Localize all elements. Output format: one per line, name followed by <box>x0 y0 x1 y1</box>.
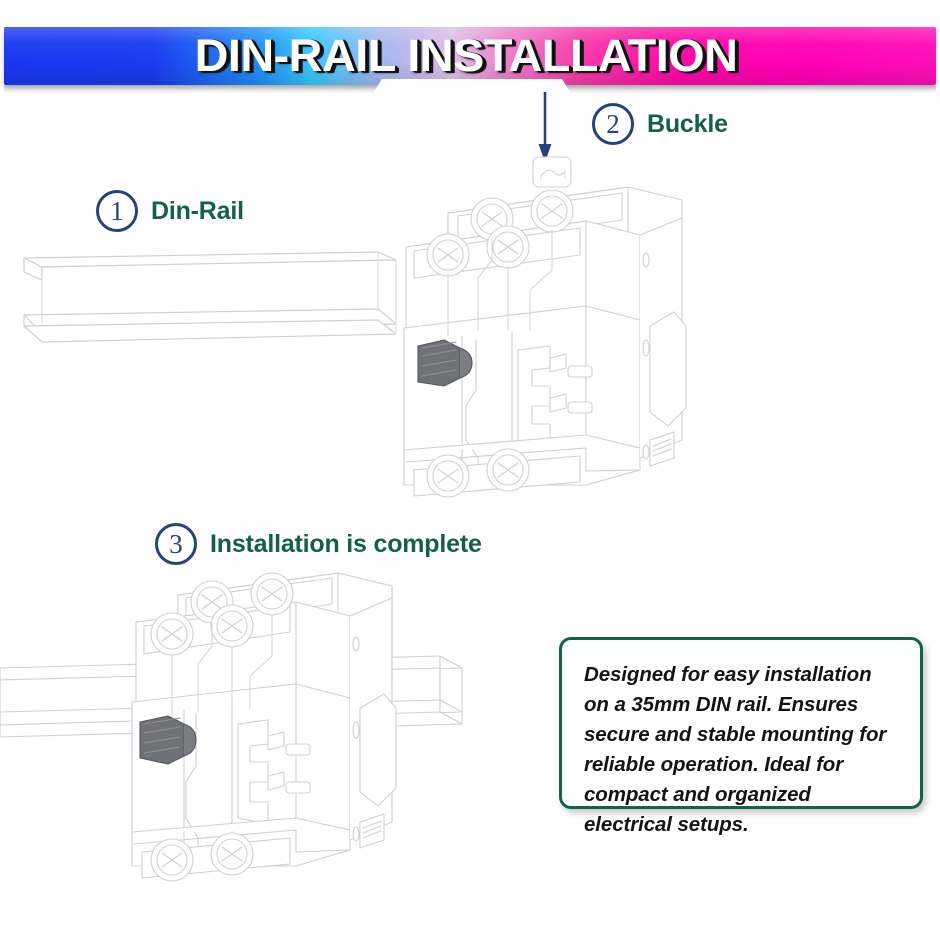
toggle-lever <box>139 715 197 765</box>
banner-notch-tab <box>372 79 572 95</box>
header-banner: DIN-RAIL INSTALLATION <box>0 27 940 95</box>
step-3-label: 3 Installation is complete <box>155 523 482 565</box>
step-3-number-badge: 3 <box>155 523 197 565</box>
circuit-breaker-illustration <box>400 140 700 515</box>
step-2-number-badge: 2 <box>592 103 634 145</box>
step-2-label: 2 Buckle <box>592 103 728 145</box>
toggle-lever <box>417 339 473 387</box>
step-3-title: Installation is complete <box>210 529 482 558</box>
din-rail-illustration <box>18 250 408 365</box>
description-text: Designed for easy installation on a 35mm… <box>584 663 887 836</box>
description-box: Designed for easy installation on a 35mm… <box>559 637 923 836</box>
step-2-title: Buckle <box>647 109 728 138</box>
page-title: DIN-RAIL INSTALLATION <box>194 30 738 81</box>
step-1-label: 1 Din-Rail <box>96 190 244 232</box>
step-1-title: Din-Rail <box>151 196 244 225</box>
step-1-number-badge: 1 <box>96 190 138 232</box>
buckle-clip <box>532 156 572 188</box>
mounted-assembly-illustration <box>0 560 470 935</box>
buckle-down-arrow-icon <box>530 90 560 170</box>
